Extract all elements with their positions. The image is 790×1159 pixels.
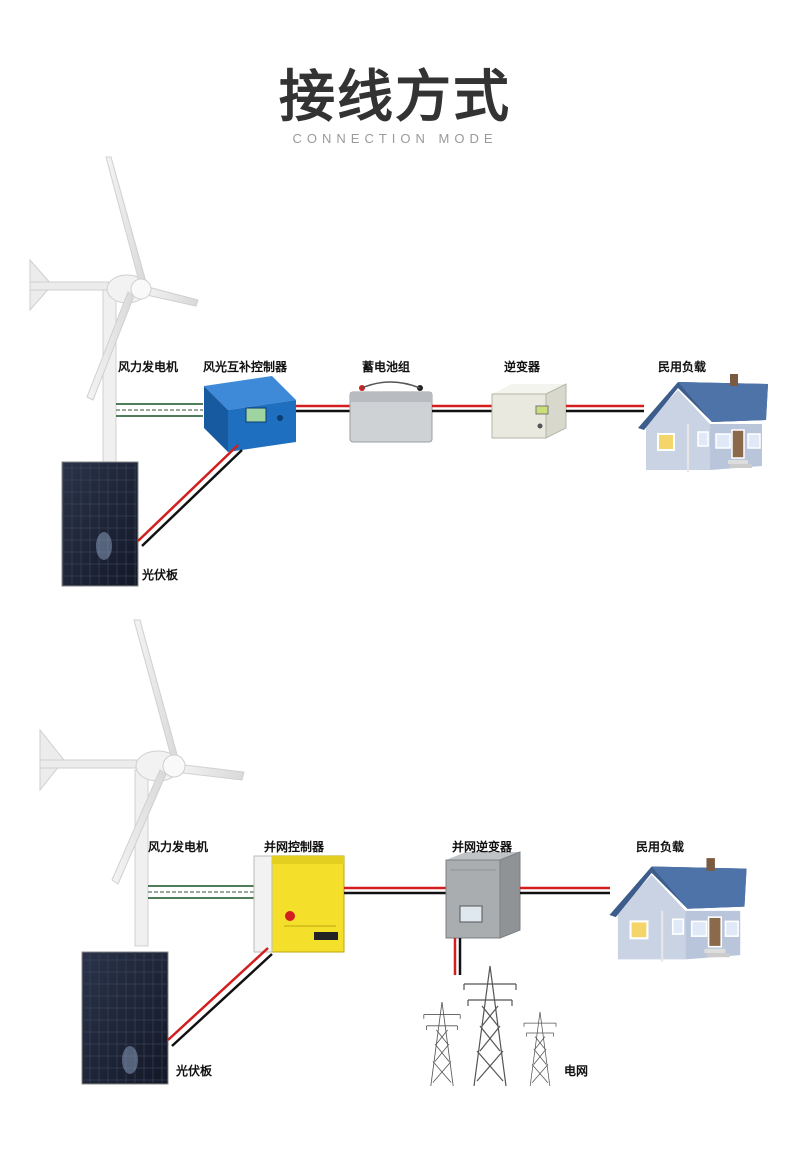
grid-controller-box	[253, 855, 345, 953]
label-controller-1: 风光互补控制器	[203, 360, 288, 374]
wind-turbine-1	[29, 156, 199, 471]
diagram-grid-tie	[39, 619, 748, 1086]
grid-inverter-box	[445, 851, 521, 939]
label-inverter-2: 并网逆变器	[452, 840, 513, 854]
battery-bank	[349, 381, 433, 443]
label-solar-panel-2: 光伏板	[176, 1064, 213, 1078]
page-subtitle: CONNECTION MODE	[292, 131, 498, 146]
label-wind-turbine-1: 风力发电机	[118, 360, 179, 374]
label-inverter-1: 逆变器	[504, 360, 541, 374]
page-title: 接线方式	[279, 65, 511, 130]
house-2	[608, 857, 748, 963]
label-controller-2: 并网控制器	[264, 840, 325, 854]
solar-panel-1	[61, 461, 139, 587]
hybrid-controller-box	[204, 376, 296, 452]
power-grid-towers	[423, 966, 557, 1086]
diagram-off-grid	[29, 156, 768, 587]
turbine-wires-1	[116, 403, 203, 417]
label-load-1: 民用负载	[658, 360, 707, 374]
label-battery: 蓄电池组	[362, 360, 411, 374]
label-grid: 电网	[564, 1064, 589, 1078]
turbine-wires-2	[148, 885, 254, 899]
solar-wire-2	[167, 947, 273, 1047]
label-load-2: 民用负载	[636, 840, 685, 854]
inverter-box	[491, 383, 567, 439]
house-1	[638, 373, 768, 473]
label-solar-panel-1: 光伏板	[142, 568, 179, 582]
solar-panel-2	[81, 951, 169, 1085]
wind-turbine-2	[39, 619, 245, 947]
solar-wire-1	[137, 444, 243, 547]
label-wind-turbine-2: 风力发电机	[148, 840, 209, 854]
